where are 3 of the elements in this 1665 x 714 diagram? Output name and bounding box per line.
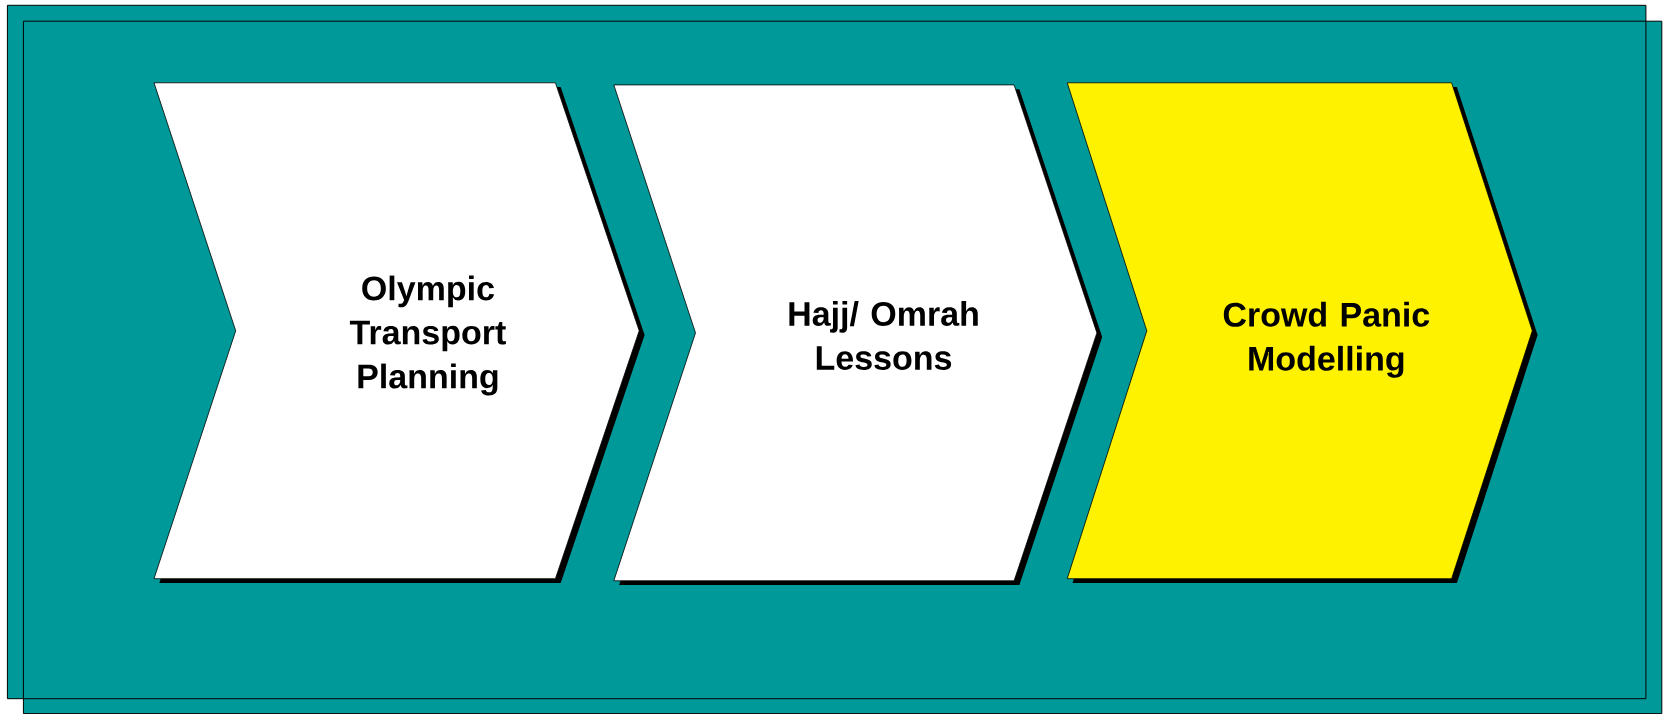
chevron-step: Crowd Panic Modelling (1066, 82, 1538, 583)
chevron-step: Olympic Transport Planning (153, 82, 645, 583)
chevron-step: Hajj/ Omrah Lessons (613, 84, 1103, 586)
